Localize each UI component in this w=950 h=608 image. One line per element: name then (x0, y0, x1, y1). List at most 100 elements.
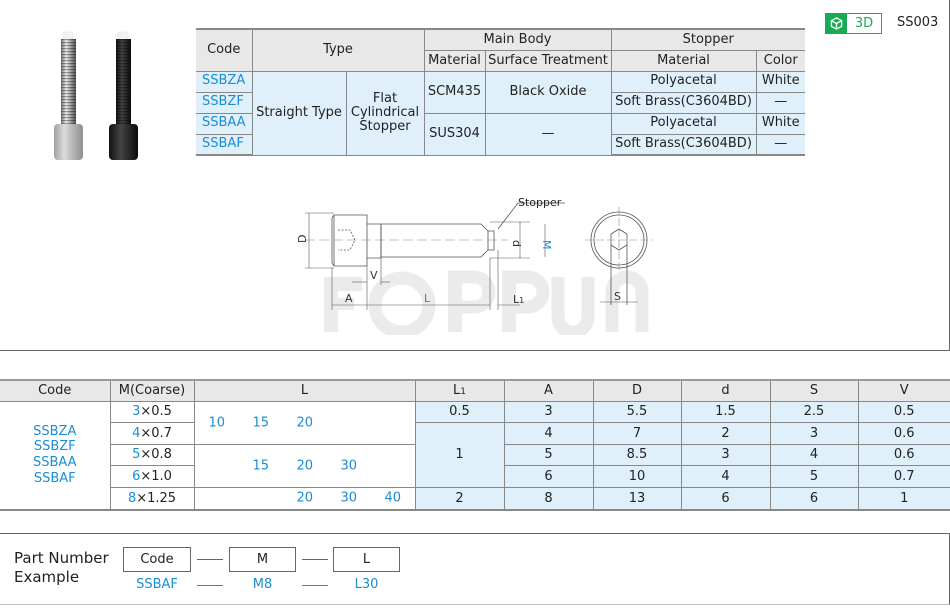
main-material-cell: SCM435 (423, 70, 486, 114)
main-material-cell: SUS304 (423, 112, 486, 156)
l1-cell: 1 (414, 421, 505, 488)
part-number-example-label: Part Number Example (14, 549, 109, 586)
l-values-cell: 15 20 30 (193, 443, 416, 488)
3d-label: 3D (854, 16, 874, 31)
stopper-material-cell: Polyacetal (610, 70, 757, 93)
m-cell: 5×0.8 (110, 443, 195, 466)
v-cell: 0.5 (857, 400, 950, 423)
color-cell: White (755, 70, 805, 93)
header-D: D (592, 379, 682, 402)
header-main-body: Main Body (423, 28, 612, 51)
v-cell: 0.6 (857, 443, 950, 466)
D-cell: 8.5 (592, 443, 682, 466)
codes-cell: SSBZA SSBZF SSBAA SSBAF (0, 400, 111, 511)
m-cell: 4×0.7 (110, 421, 195, 445)
pn-box-code: Code (123, 547, 191, 572)
dim-D: D (296, 235, 309, 243)
a-cell: 8 (503, 486, 594, 511)
dim-L1: L1 (513, 293, 524, 306)
header-code: Code (0, 379, 111, 402)
series-code: SS003 (897, 15, 939, 30)
d-cell: 3 (680, 443, 771, 466)
header-s: S (769, 379, 859, 402)
spec-table: Code Type Main Body Stopper Material Sur… (196, 28, 805, 156)
header-d: d (680, 379, 771, 402)
code-link[interactable]: SSBZA (33, 423, 77, 439)
s-cell: 4 (769, 443, 859, 466)
stopper-material-cell: Soft Brass(C3604BD) (610, 91, 757, 114)
s-cell: 5 (769, 465, 859, 488)
D-cell: 13 (592, 486, 682, 511)
dim-S: S (614, 290, 621, 303)
header-v: V (857, 379, 950, 402)
a-cell: 4 (503, 421, 594, 445)
header-m-coarse: M(Coarse) (109, 379, 195, 402)
l-option[interactable]: 15 (252, 458, 270, 473)
dim-L: L (424, 292, 431, 305)
l-option[interactable]: 20 (296, 415, 314, 430)
dim-A: A (345, 292, 353, 305)
surface-treatment-cell: Black Oxide (484, 70, 612, 114)
code-link[interactable]: SSBAA (196, 112, 253, 135)
color-cell: — (755, 133, 805, 156)
a-cell: 5 (503, 443, 594, 466)
D-cell: 7 (592, 421, 682, 445)
l-option[interactable]: 20 (296, 458, 314, 473)
header-a: A (503, 379, 594, 402)
l-values-cell: 10 15 20 (193, 400, 416, 445)
d-cell: 2 (680, 421, 771, 445)
header-color: Color (755, 49, 805, 72)
D-cell: 10 (592, 465, 682, 488)
code-link[interactable]: SSBAF (33, 470, 76, 486)
part-number-example-panel (0, 533, 950, 605)
code-link[interactable]: SSBAF (196, 133, 253, 156)
code-link[interactable]: SSBZF (196, 91, 253, 114)
pn-value-m: M8 (252, 577, 273, 592)
pn-box-l: L (333, 547, 400, 572)
surface-treatment-cell: — (484, 112, 612, 156)
m-cell: 8×1.25 (110, 486, 195, 511)
code-link[interactable]: SSBZF (33, 439, 76, 455)
header-surface-treatment: Surface Treatment (484, 49, 612, 72)
l-option[interactable]: 10 (208, 415, 226, 430)
pn-value-separator (197, 585, 223, 586)
header-type: Type (251, 28, 425, 72)
header-l: L (193, 379, 416, 402)
stopper-material-cell: Polyacetal (610, 112, 757, 135)
stopper-callout: Stopper (518, 196, 562, 209)
code-link[interactable]: SSBZA (196, 70, 253, 93)
s-cell: 3 (769, 421, 859, 445)
s-cell: 6 (769, 486, 859, 511)
l-option[interactable]: 40 (384, 490, 402, 506)
a-cell: 3 (503, 400, 594, 423)
header-stopper: Stopper (610, 28, 805, 51)
3d-model-button[interactable]: 3D (825, 13, 882, 34)
header-code: Code (196, 28, 253, 72)
l-option[interactable]: 15 (252, 415, 270, 430)
dimensions-table: Code M(Coarse) L L1 A D d S V SSBZA SSBZ… (0, 379, 950, 511)
watermark-logo (324, 270, 649, 335)
code-link[interactable]: SSBAA (32, 455, 77, 470)
dim-M: M (540, 240, 553, 250)
l-option[interactable]: 30 (340, 458, 358, 473)
header-stopper-material: Material (610, 49, 757, 72)
d-cell: 6 (680, 486, 771, 511)
dim-V: V (370, 269, 378, 282)
a-cell: 6 (503, 465, 594, 488)
m-cell: 6×1.0 (110, 465, 195, 488)
dim-d: d (510, 240, 523, 247)
technical-drawing: D d M V A L L1 Stopper S (296, 196, 653, 335)
d-cell: 1.5 (680, 400, 771, 423)
l-option[interactable]: 20 (296, 490, 314, 506)
pn-box-m: M (229, 547, 296, 572)
stopper-type-cell: Flat Cylindrical Stopper (345, 70, 425, 156)
cube-icon (826, 14, 847, 33)
D-cell: 5.5 (592, 400, 682, 423)
pn-value-separator (302, 585, 328, 586)
m-cell: 3×0.5 (109, 400, 195, 423)
l-option[interactable]: 30 (340, 490, 358, 506)
l1-cell: 0.5 (414, 400, 505, 423)
pn-value-l: L30 (354, 577, 379, 592)
v-cell: 0.6 (857, 421, 950, 445)
pn-value-code: SSBAF (136, 577, 178, 592)
